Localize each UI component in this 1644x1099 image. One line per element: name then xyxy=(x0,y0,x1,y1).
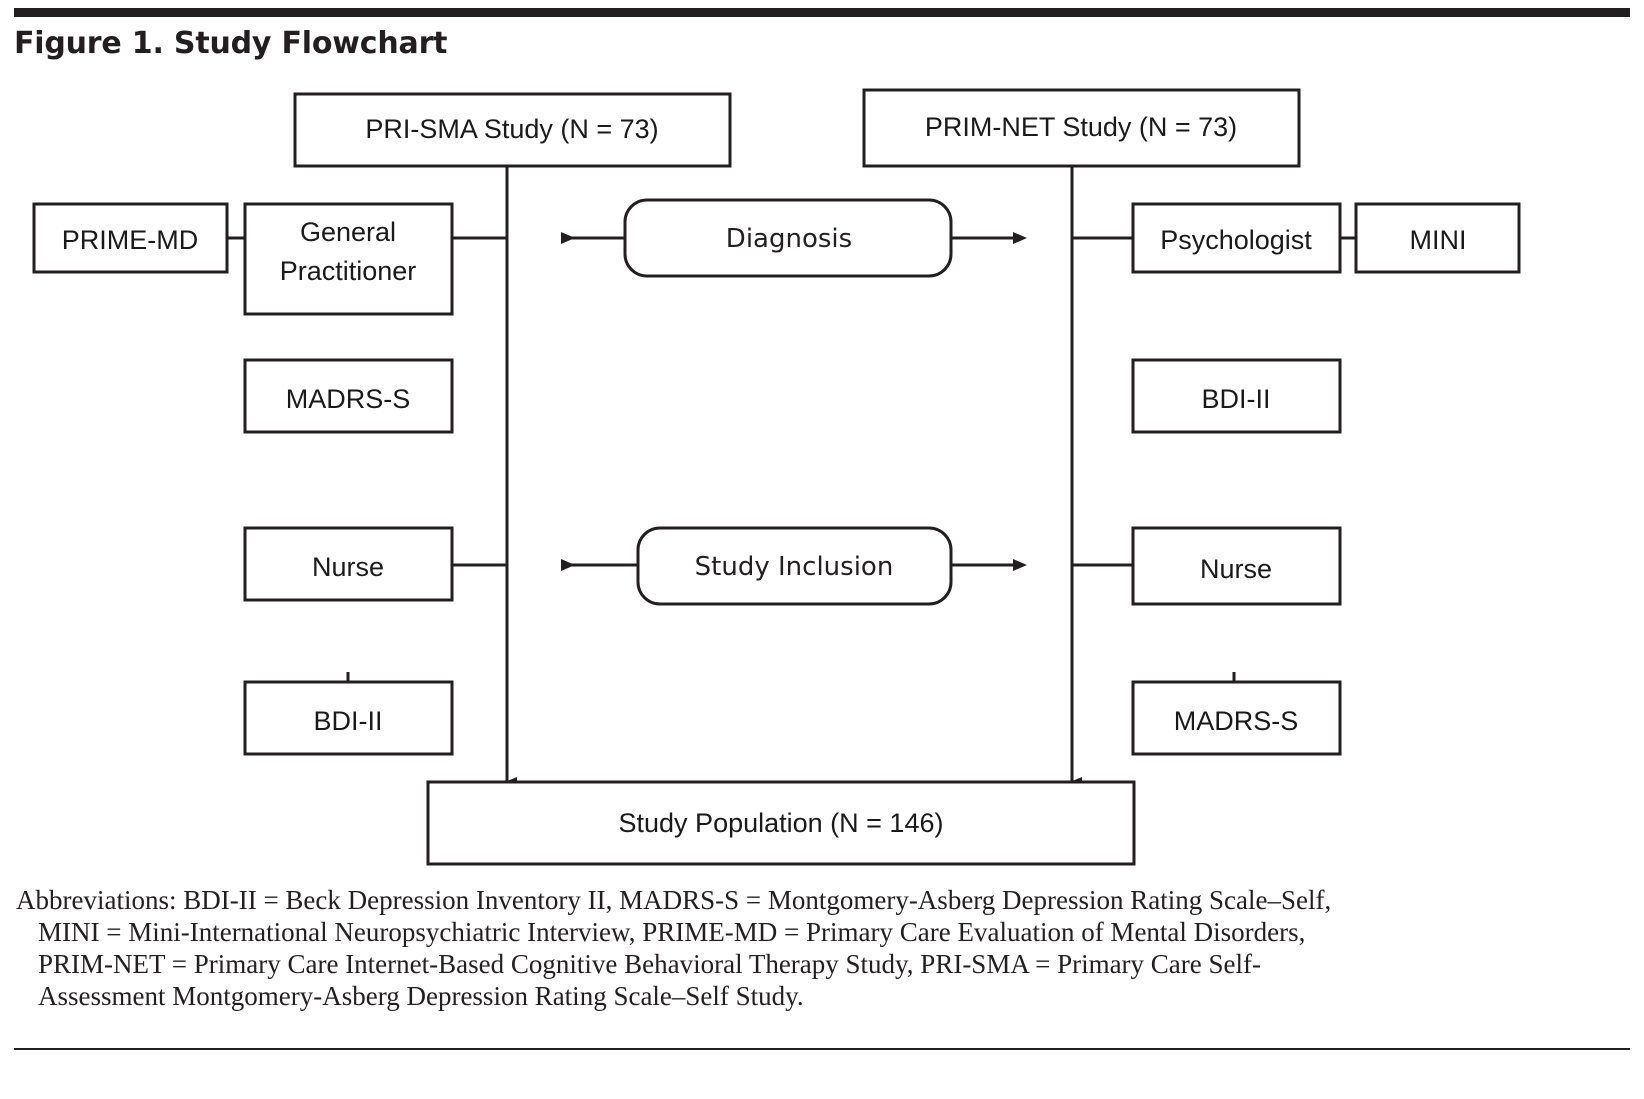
node-study-inclusion: Study Inclusion xyxy=(636,526,953,606)
node-bdi-ii-left-label: BDI-II xyxy=(313,706,382,736)
node-prim-net-label: PRIM-NET Study (N = 73) xyxy=(925,112,1237,142)
node-prime-md-label: PRIME-MD xyxy=(62,225,199,255)
top-rule xyxy=(14,8,1630,17)
node-study-population: Study Population (N = 146) xyxy=(426,780,1136,866)
node-mini: MINI xyxy=(1354,202,1521,274)
node-nurse-right: Nurse xyxy=(1131,526,1342,606)
node-general-practitioner-label-line2: Practitioner xyxy=(280,256,417,286)
footnote-line-1: Abbreviations: BDI-II = Beck Depression … xyxy=(16,885,1332,915)
node-mini-label: MINI xyxy=(1410,225,1467,255)
node-madrs-s-right: MADRS-S xyxy=(1131,680,1342,756)
node-nurse-right-label: Nurse xyxy=(1200,554,1272,584)
abbreviations-footnote: Abbreviations: BDI-II = Beck Depression … xyxy=(16,884,1628,1012)
node-psychologist: Psychologist xyxy=(1131,202,1342,274)
node-general-practitioner-label-line1: General xyxy=(300,217,396,247)
node-general-practitioner: General Practitioner xyxy=(243,202,454,316)
node-bdi-ii-right: BDI-II xyxy=(1131,358,1342,434)
bottom-rule xyxy=(14,1048,1630,1050)
node-madrs-s-left: MADRS-S xyxy=(243,358,454,434)
node-nurse-left-label: Nurse xyxy=(312,552,384,582)
footnote-line-2: MINI = Mini-International Neuropsychiatr… xyxy=(38,917,1306,947)
node-madrs-s-left-label: MADRS-S xyxy=(286,384,411,414)
footnote-line-4: Assessment Montgomery-Asberg Depression … xyxy=(38,981,804,1011)
page-title: Figure 1. Study Flowchart xyxy=(14,26,448,61)
node-diagnosis: Diagnosis xyxy=(623,198,953,278)
node-bdi-ii-left: BDI-II xyxy=(243,680,454,756)
node-study-population-label: Study Population (N = 146) xyxy=(619,808,944,838)
footnote-line-3: PRIM-NET = Primary Care Internet-Based C… xyxy=(38,949,1262,979)
node-pri-sma-study: PRI-SMA Study (N = 73) xyxy=(293,92,732,168)
node-nurse-left: Nurse xyxy=(243,526,454,602)
node-bdi-ii-right-label: BDI-II xyxy=(1201,384,1270,414)
node-prime-md: PRIME-MD xyxy=(32,202,229,274)
node-prim-net-study: PRIM-NET Study (N = 73) xyxy=(862,88,1301,168)
node-diagnosis-label: Diagnosis xyxy=(726,224,852,254)
node-psychologist-label: Psychologist xyxy=(1160,225,1312,255)
node-madrs-s-right-label: MADRS-S xyxy=(1174,706,1299,736)
node-study-inclusion-label: Study Inclusion xyxy=(695,552,894,582)
study-flowchart-diagram: PRI-SMA Study (N = 73) PRIM-NET Study (N… xyxy=(32,88,1521,866)
node-pri-sma-label: PRI-SMA Study (N = 73) xyxy=(365,114,658,144)
